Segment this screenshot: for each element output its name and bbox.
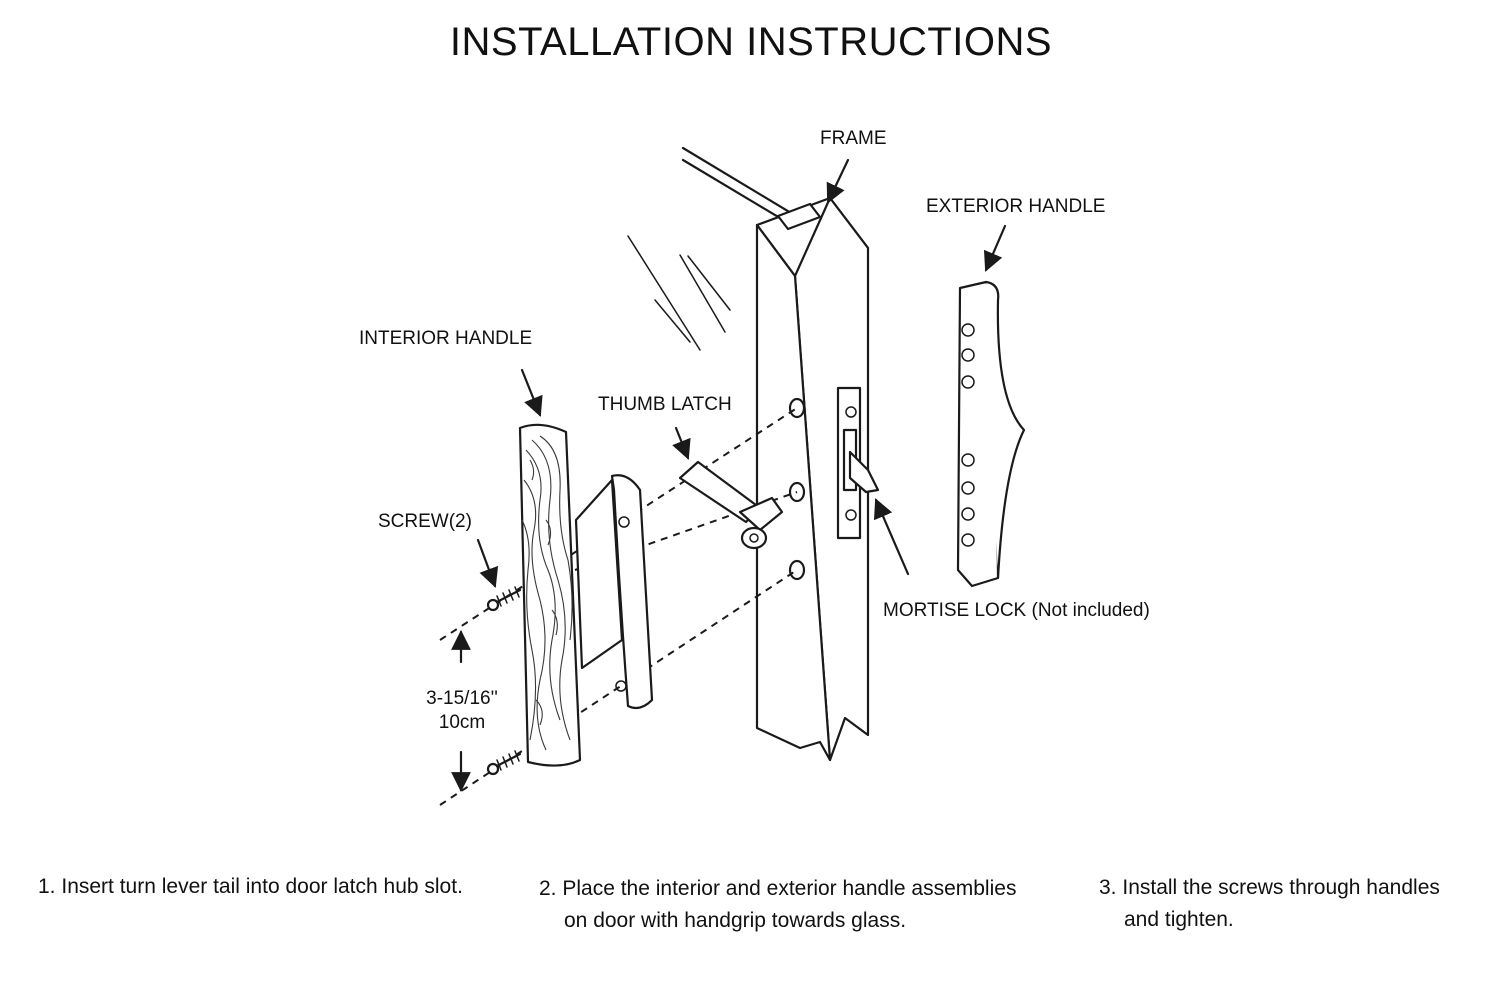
glass-pane: [627, 146, 808, 351]
door-frame: [755, 196, 870, 762]
label-exterior-handle: EXTERIOR HANDLE: [926, 196, 1106, 217]
step-text-continued: on door with handgrip towards glass.: [564, 909, 907, 932]
screw-top: [486, 586, 522, 612]
screw-bottom: [486, 750, 522, 776]
label-mortise-lock: MORTISE LOCK (Not included): [883, 600, 1150, 621]
label-thumb-latch: THUMB LATCH: [598, 394, 732, 415]
exterior-handle: [956, 280, 1026, 588]
label-interior-handle: INTERIOR HANDLE: [359, 328, 533, 349]
step-number: 1.: [38, 875, 56, 898]
label-dimension-cm: 10cm: [438, 712, 486, 733]
step-1: 1. Insert turn lever tail into door latc…: [38, 871, 518, 903]
step-3: 3. Install the screws through handles an…: [1099, 872, 1489, 936]
frame-holes: [788, 397, 806, 581]
step-text-continued: and tighten.: [1124, 908, 1234, 931]
step-text: Insert turn lever tail into door latch h…: [61, 875, 463, 898]
interior-handle: [518, 423, 654, 767]
step-number: 2.: [539, 877, 557, 900]
page-title: INSTALLATION INSTRUCTIONS: [449, 20, 1053, 64]
thumb-latch: [678, 460, 784, 550]
step-number: 3.: [1099, 876, 1117, 899]
label-frame: FRAME: [820, 128, 887, 149]
label-screw: SCREW(2): [378, 511, 472, 532]
label-dimension-inches: 3-15/16'': [426, 688, 498, 709]
leader-arrows: [476, 158, 1007, 588]
step-2: 2. Place the interior and exterior handl…: [539, 873, 1079, 937]
mortise-lock: [836, 386, 880, 540]
step-text: Place the interior and exterior handle a…: [562, 877, 1017, 900]
step-text: Install the screws through handles: [1122, 876, 1440, 899]
